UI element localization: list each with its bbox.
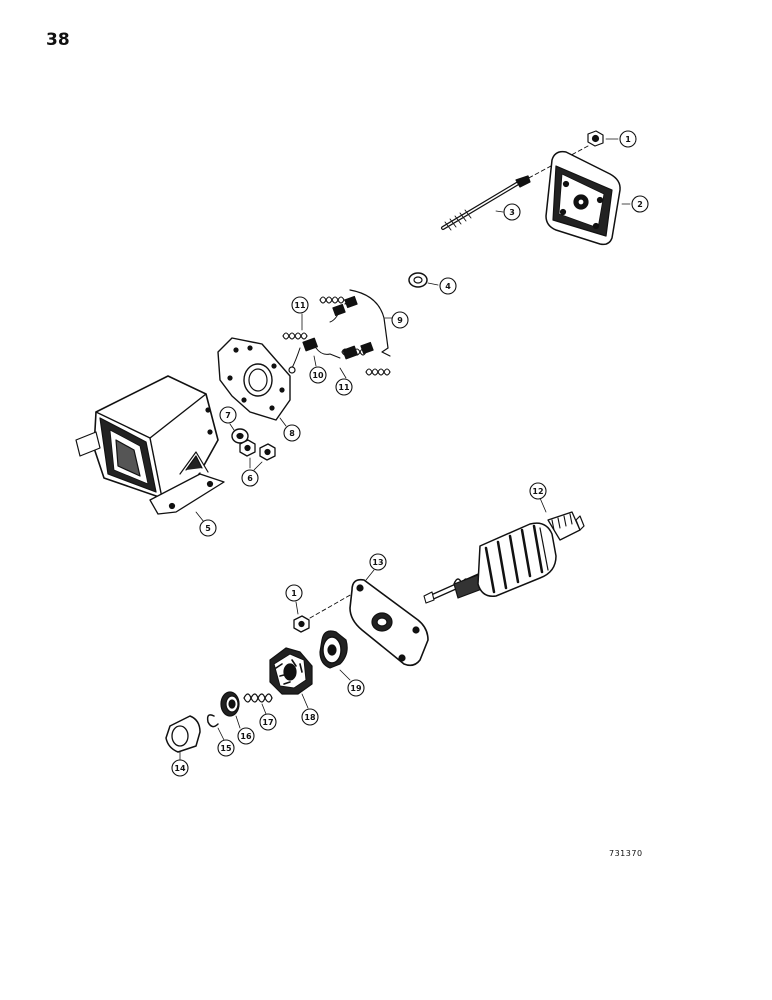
callout-12: 12 [529, 482, 547, 500]
svg-text:4: 4 [445, 282, 451, 291]
part-through-bolt [441, 175, 531, 231]
callout-1-bottom: 1 [285, 584, 303, 602]
part-drive-spring [243, 693, 273, 703]
svg-text:16: 16 [240, 732, 252, 741]
callout-10: 10 [309, 366, 327, 384]
part-collar [220, 691, 240, 717]
callout-15: 15 [217, 739, 235, 757]
svg-text:3: 3 [509, 208, 515, 217]
part-insulator-washer [231, 428, 249, 444]
part-snap-ring [206, 714, 219, 728]
part-nut-bottom [293, 615, 310, 633]
callout-7: 7 [219, 406, 237, 424]
callout-16: 16 [237, 727, 255, 745]
svg-text:15: 15 [220, 744, 232, 753]
svg-text:1: 1 [625, 135, 631, 144]
part-cap [165, 715, 201, 753]
svg-text:14: 14 [174, 764, 186, 773]
part-terminal-nuts [239, 439, 276, 461]
callout-6: 6 [241, 469, 259, 487]
part-end-cover [545, 150, 621, 246]
part-nut-top [587, 130, 604, 147]
callout-14: 14 [171, 759, 189, 777]
callout-2: 2 [631, 195, 649, 213]
svg-text:7: 7 [225, 411, 231, 420]
svg-text:11: 11 [338, 383, 350, 392]
part-armature [423, 511, 585, 604]
callout-3: 3 [503, 203, 521, 221]
svg-text:17: 17 [262, 718, 273, 727]
part-brush-plate [217, 337, 291, 421]
callout-11-upper: 11 [291, 296, 309, 314]
part-springs [282, 296, 391, 376]
callout-19: 19 [347, 679, 365, 697]
callout-8: 8 [283, 424, 301, 442]
part-drive-sleeve [319, 630, 348, 669]
callout-5: 5 [199, 519, 217, 537]
svg-text:6: 6 [247, 474, 253, 483]
callout-13: 13 [369, 553, 387, 571]
part-drive-end-plate [349, 578, 429, 667]
part-field-frame [75, 375, 225, 515]
svg-text:12: 12 [532, 487, 543, 496]
svg-text:11: 11 [294, 301, 306, 310]
svg-text:13: 13 [372, 558, 383, 567]
callout-18: 18 [301, 708, 319, 726]
callout-4: 4 [439, 277, 457, 295]
svg-text:5: 5 [205, 524, 211, 533]
callout-11-lower: 11 [335, 378, 353, 396]
svg-text:2: 2 [637, 200, 643, 209]
svg-text:9: 9 [397, 316, 403, 325]
callout-9: 9 [391, 311, 409, 329]
callout-1-top: 1 [619, 130, 637, 148]
svg-text:18: 18 [304, 713, 316, 722]
part-pinion-gear [269, 647, 313, 695]
svg-text:1: 1 [291, 589, 297, 598]
part-washer [408, 272, 428, 288]
drawing-code: 731370 [609, 849, 643, 858]
svg-text:19: 19 [350, 684, 362, 693]
page-number: 38 [46, 30, 70, 50]
svg-text:10: 10 [312, 371, 324, 380]
callout-17: 17 [259, 713, 277, 731]
svg-text:8: 8 [289, 429, 295, 438]
